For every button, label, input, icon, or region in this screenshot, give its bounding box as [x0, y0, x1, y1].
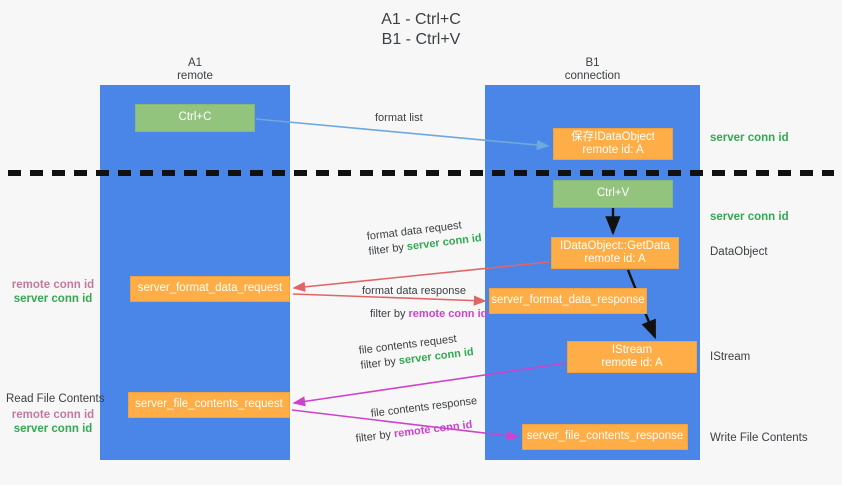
left-label-remote-conn-id-2: remote conn id	[11, 409, 95, 421]
node-idataobject-getdata-line2: remote id: A	[584, 253, 646, 265]
right-label-dataobject: DataObject	[710, 246, 768, 258]
node-server-format-data-request-label: server_format_data_request	[137, 282, 283, 295]
lane-header-b1: B1 connection	[485, 57, 700, 83]
arrow-label-format-list: format list	[375, 111, 423, 126]
node-ctrl-v-label: Ctrl+V	[596, 187, 630, 200]
lane-a1-name: A1	[187, 57, 203, 69]
node-idataobject-getdata-line1: IDataObject::GetData	[560, 239, 670, 252]
node-server-file-contents-request[interactable]: server_file_contents_request	[128, 392, 290, 418]
left-label-conn-ids-1: remote conn id server conn id	[8, 278, 98, 306]
left-label-conn-ids-2: remote conn id server conn id	[8, 408, 98, 436]
page-title: A1 - Ctrl+C B1 - Ctrl+V	[0, 10, 842, 50]
node-ctrl-c[interactable]: Ctrl+C	[135, 104, 255, 132]
node-server-file-contents-request-label: server_file_contents_request	[135, 398, 283, 411]
node-server-file-contents-response-label: server_file_contents_response	[526, 430, 684, 443]
filter-prefix: filter by	[367, 241, 408, 258]
node-istream[interactable]: IStream remote id: A	[567, 341, 697, 373]
right-label-istream: IStream	[710, 351, 751, 363]
node-istream-line2: remote id: A	[601, 357, 663, 369]
arrow-label-format-data-response-filter: filter by remote conn id	[370, 307, 487, 322]
node-save-idataobject[interactable]: 保存IDataObject remote id: A	[553, 128, 673, 160]
node-ctrl-c-label: Ctrl+C	[178, 111, 212, 124]
filter-prefix: filter by	[359, 355, 400, 372]
arrow-label-file-contents-response-line1: file contents response	[370, 394, 478, 420]
node-server-format-data-response-label: server_format_data_response	[491, 294, 645, 307]
node-server-format-data-request[interactable]: server_format_data_request	[130, 276, 290, 302]
lane-a1-role: remote	[177, 70, 213, 82]
arrow-label-file-contents-response: file contents response filter by remote …	[355, 394, 481, 445]
lane-header-a1: A1 remote	[100, 57, 290, 83]
right-label-server-conn-id-2: server conn id	[710, 211, 789, 223]
node-save-idataobject-line1: 保存IDataObject	[571, 130, 655, 143]
title-line-1: A1 - Ctrl+C	[381, 11, 461, 28]
arrow-label-format-list-text: format list	[375, 112, 423, 124]
right-label-server-conn-id-1: server conn id	[710, 132, 789, 144]
lane-b1-name: B1	[585, 57, 600, 69]
title-line-2: B1 - Ctrl+V	[381, 31, 461, 48]
filter-prefix: filter by	[370, 308, 409, 320]
node-save-idataobject-line2: remote id: A	[582, 144, 644, 156]
left-label-read-file-contents: Read File Contents	[6, 393, 105, 405]
node-server-file-contents-response[interactable]: server_file_contents_response	[522, 424, 688, 450]
filter-value-remote-conn-id: remote conn id	[393, 418, 474, 441]
lane-b1-role: connection	[564, 70, 621, 82]
node-server-format-data-response[interactable]: server_format_data_response	[489, 288, 647, 314]
filter-prefix: filter by	[355, 428, 395, 445]
node-ctrl-v[interactable]: Ctrl+V	[553, 180, 673, 208]
node-idataobject-getdata[interactable]: IDataObject::GetData remote id: A	[551, 237, 679, 269]
node-istream-line1: IStream	[611, 343, 653, 356]
left-label-server-conn-id-1: server conn id	[13, 293, 93, 305]
right-label-write-file-contents: Write File Contents	[710, 432, 808, 444]
left-label-server-conn-id-2: server conn id	[13, 423, 93, 435]
arrow-label-file-contents-request: file contents request filter by server c…	[358, 330, 475, 374]
arrow-label-format-data-response: format data response filter by remote co…	[362, 284, 487, 322]
left-label-remote-conn-id-1: remote conn id	[11, 279, 95, 291]
filter-value-remote-conn-id: remote conn id	[408, 308, 488, 320]
arrow-label-format-data-request: format data request filter by server con…	[366, 216, 483, 260]
arrow-label-format-data-response-line1: format data response	[362, 285, 466, 297]
